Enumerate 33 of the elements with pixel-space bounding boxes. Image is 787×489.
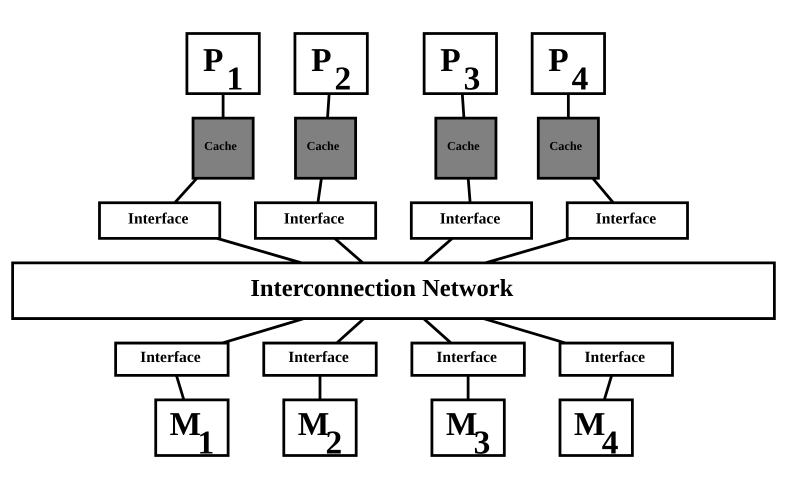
connector — [174, 178, 198, 204]
node-box: Interconnection Network — [11, 261, 776, 320]
connector — [318, 375, 322, 400]
connector — [216, 237, 302, 264]
node-box: Cache — [294, 116, 358, 180]
node-box: Interface — [558, 342, 674, 377]
connector — [592, 178, 614, 204]
connector — [466, 375, 470, 400]
connector — [460, 94, 466, 118]
node-box: Cache — [434, 116, 498, 180]
node-box: Interface — [262, 342, 378, 377]
node-box: Interface — [566, 201, 689, 240]
connector — [466, 178, 472, 203]
connector — [483, 317, 566, 344]
connector — [175, 374, 186, 400]
connector — [334, 237, 364, 264]
node-box: Interface — [98, 201, 222, 240]
node-box: Interface — [114, 342, 230, 377]
connector — [566, 94, 570, 118]
connector — [316, 178, 323, 203]
node-box: Interface — [410, 342, 526, 377]
connector — [422, 318, 452, 344]
connector — [222, 94, 224, 118]
connector — [423, 237, 454, 264]
connector — [336, 318, 365, 344]
connector — [486, 237, 570, 264]
node-box: Cache — [536, 116, 600, 180]
node-box: Interface — [410, 201, 533, 240]
connector — [222, 317, 304, 344]
node-box: Interface — [254, 201, 378, 240]
connector — [603, 374, 614, 400]
node-box: Cache — [192, 116, 255, 180]
connector — [326, 94, 331, 118]
